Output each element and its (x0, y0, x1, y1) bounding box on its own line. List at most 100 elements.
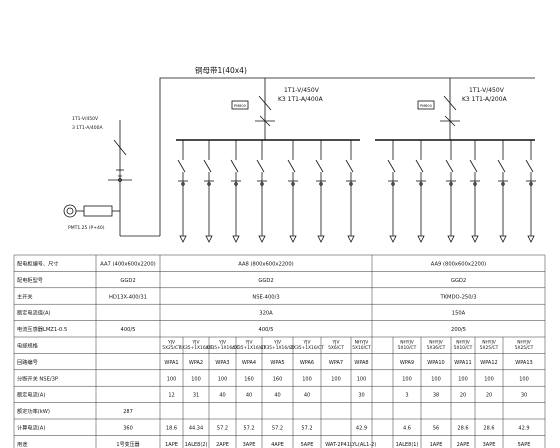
cell-calc: 44.34 (189, 426, 203, 432)
cell-breaker: 100 (458, 376, 468, 382)
cell-circuit: WPA9 (400, 360, 414, 366)
cable-spec: 5X6/CT (328, 345, 344, 351)
cell-circuit: WPA4 (242, 360, 256, 366)
feeder-10 (445, 140, 456, 243)
cable-spec: YJV (332, 340, 340, 346)
cell-breaker: 100 (167, 376, 177, 382)
cell-use: 5APE (518, 442, 531, 448)
cell-breaker: 100 (519, 376, 529, 382)
cell-circuit: WPA13 (515, 360, 532, 366)
cell-calc: 28.6 (457, 426, 468, 432)
cell-breaker: 100 (431, 376, 441, 382)
feeder-11 (469, 140, 480, 243)
cell-circuit: WPA12 (480, 360, 497, 366)
cell-calc: 57.2 (217, 426, 228, 432)
cell-calc: 18.6 (166, 426, 177, 432)
feeder-4 (256, 140, 267, 243)
cell-current: 30 (358, 393, 364, 399)
cell-use: 3APE (243, 442, 256, 448)
row-label: 电流互感器LMZ1-0.5 (17, 325, 67, 333)
right-breaker-unit: PM800 1T1-V/450V K3 1T1-A/200A (417, 78, 508, 140)
cell-calc: 28.6 (483, 426, 494, 432)
cell-circuit: WPA10 (427, 360, 444, 366)
cable-spec: YJV (273, 340, 281, 346)
row-label: 分断开关 NSE/3P (17, 374, 58, 382)
cable-spec: 5X10/CT (454, 345, 473, 351)
cable-spec: 5X10/CT (352, 345, 371, 351)
group-switch: TKMDO-250/3 (439, 294, 476, 300)
row-label: 额定电流(A) (17, 391, 45, 399)
cable-spec: NHYJV (400, 340, 414, 346)
cell-circuit: WPA2 (189, 360, 203, 366)
cell-use: 4APE (271, 442, 284, 448)
feeder-12 (497, 140, 508, 243)
feeder-7 (345, 140, 356, 243)
row-label: 额定功率(kW) (17, 407, 50, 415)
feeder-5 (287, 140, 298, 243)
group-type: GGD2 (120, 278, 135, 284)
cell-use: 3APE (483, 442, 496, 448)
cable-spec: 5X25/CT (480, 345, 499, 351)
feeder-2 (203, 140, 214, 243)
group-type: GGD2 (258, 278, 273, 284)
row-label: 计算电流(A) (17, 424, 45, 432)
cell-use: 5APE (301, 442, 314, 448)
group-type: GGD2 (451, 278, 466, 284)
cable-spec: 5X10/CT (398, 345, 417, 351)
group-rating: 320A (259, 311, 273, 317)
cell-calc: 57.2 (272, 426, 283, 432)
cell-use: WAT-2P4 (325, 442, 346, 448)
mid-breaker-unit: PM800 1T1-V/450V K3 1T1-A/400A (231, 78, 324, 140)
cable-spec: 4X35+1X16/CT (206, 345, 240, 351)
cell-use: 1号变压器 (116, 441, 139, 448)
cell-use: 2APE (457, 442, 470, 448)
group-rating: 150A (452, 311, 466, 317)
cell-use: 1ALE8(2) (185, 442, 208, 448)
cell-calc: 57.2 (243, 426, 254, 432)
cable-spec: 5X25/CT (515, 345, 534, 351)
cell-circuit: WPA3 (215, 360, 229, 366)
feeder-6 (315, 140, 326, 243)
row-label: 电缆规格 (17, 342, 39, 350)
cell-breaker: 100 (402, 376, 412, 382)
cell-current: 30 (521, 393, 527, 399)
incoming-panel: 1T1-V/450V 3 1T1-A/400A PMT1.25 (P+40) (63, 116, 160, 237)
cell-circuit: WPA5 (270, 360, 284, 366)
cell-current: 12 (168, 393, 174, 399)
cell-use: 1APE (430, 442, 443, 448)
group-switch: HD13X-400/31 (109, 294, 147, 300)
mid-breaker-line-1: 1T1-V/450V (284, 87, 320, 94)
cell-circuit: WPA7 (329, 360, 343, 366)
group-cabinet: AA7 (400x600x2200) (100, 262, 155, 268)
cell-calc: 42.9 (356, 426, 367, 432)
group-cabinet: AA9 (800x600x2200) (431, 262, 486, 268)
transformer-symbol (83, 205, 113, 217)
cell-breaker: 100 (484, 376, 494, 382)
cable-spec: 5X25/CT (162, 345, 181, 351)
cable-spec: YJV (245, 340, 253, 346)
cell-breaker: 100 (331, 376, 341, 382)
cell-breaker: 100 (302, 376, 312, 382)
mid-breaker-line-2: K3 1T1-A/400A (278, 96, 324, 103)
cell-current: 3 (405, 393, 408, 399)
cell-breaker: 160 (244, 376, 254, 382)
cable-spec: 4X35+1X16/CT (290, 345, 324, 351)
row-label: 配电柜型号 (17, 276, 43, 284)
cell-calc: 4.6 (403, 426, 411, 432)
cable-spec: NHYJV (517, 340, 531, 346)
group-cabinet: AA8 (800x600x2200) (238, 262, 293, 268)
feeder-1 (177, 140, 188, 243)
cable-spec: YJV (218, 340, 226, 346)
mid-pm-label: PM800 (234, 104, 246, 108)
row-label: 用途 (17, 440, 28, 448)
cable-spec: 4X35+1X16/CT (179, 345, 213, 351)
cell-calc: 360 (123, 426, 133, 432)
cable-spec: NHYJV (456, 340, 470, 346)
outgoing-feeders (177, 140, 536, 243)
group-ct: 200/5 (451, 327, 466, 333)
row-label: 额定电流值(A) (17, 309, 51, 317)
cell-use: 1LYL(AL1-2) (347, 442, 376, 448)
cell-calc: 57.2 (301, 426, 312, 432)
main-feeder-line (159, 77, 535, 236)
